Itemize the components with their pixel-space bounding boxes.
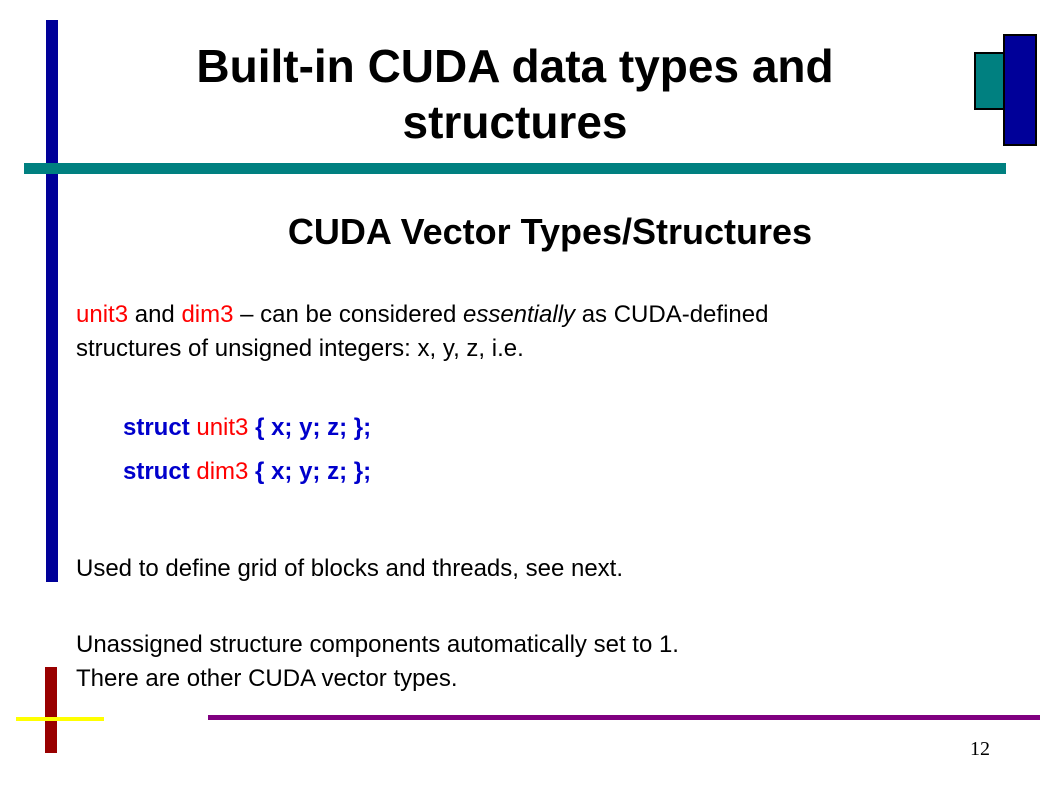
code-line-unit3: struct unit3 { x; y; z; }; bbox=[123, 411, 371, 445]
bottom-left-red-bar bbox=[45, 667, 57, 753]
slide-title: Built-in CUDA data types and structures bbox=[60, 38, 970, 150]
note-unassigned: Unassigned structure components automati… bbox=[76, 631, 679, 658]
slide-subtitle: CUDA Vector Types/Structures bbox=[287, 211, 813, 252]
bottom-purple-rule bbox=[208, 715, 1040, 720]
title-underline-bar bbox=[24, 163, 1006, 174]
code-type-name: unit3 bbox=[196, 414, 249, 441]
code-line-dim3: struct dim3 { x; y; z; }; bbox=[123, 455, 371, 489]
term-unit3: unit3 bbox=[76, 301, 129, 328]
page-number: 12 bbox=[970, 738, 990, 760]
code-body: { x; y; z; }; bbox=[248, 458, 372, 485]
code-keyword: struct bbox=[123, 414, 197, 441]
term-dim3: dim3 bbox=[181, 301, 234, 328]
intro-dash-text: – can be considered bbox=[233, 301, 463, 328]
intro-rest: as CUDA-defined bbox=[575, 301, 769, 328]
left-accent-bar bbox=[46, 20, 58, 582]
usage-paragraph: Used to define grid of blocks and thread… bbox=[76, 555, 623, 582]
intro-and: and bbox=[128, 301, 182, 328]
intro-emphasis: essentially bbox=[462, 301, 576, 328]
intro-paragraph: unit3 and dim3 – can be considered essen… bbox=[76, 298, 1036, 366]
note-other-types: There are other CUDA vector types. bbox=[76, 665, 458, 692]
intro-line-2: structures of unsigned integers: x, y, z… bbox=[76, 335, 524, 362]
code-keyword: struct bbox=[123, 458, 197, 485]
code-type-name: dim3 bbox=[196, 458, 249, 485]
bottom-left-yellow-bar bbox=[16, 717, 104, 721]
title-line-1: Built-in CUDA data types and bbox=[196, 40, 834, 92]
code-body: { x; y; z; }; bbox=[248, 414, 372, 441]
title-line-2: structures bbox=[402, 96, 628, 148]
corner-blue-bar bbox=[1003, 34, 1037, 146]
notes-paragraph: Unassigned structure components automati… bbox=[76, 628, 1036, 696]
